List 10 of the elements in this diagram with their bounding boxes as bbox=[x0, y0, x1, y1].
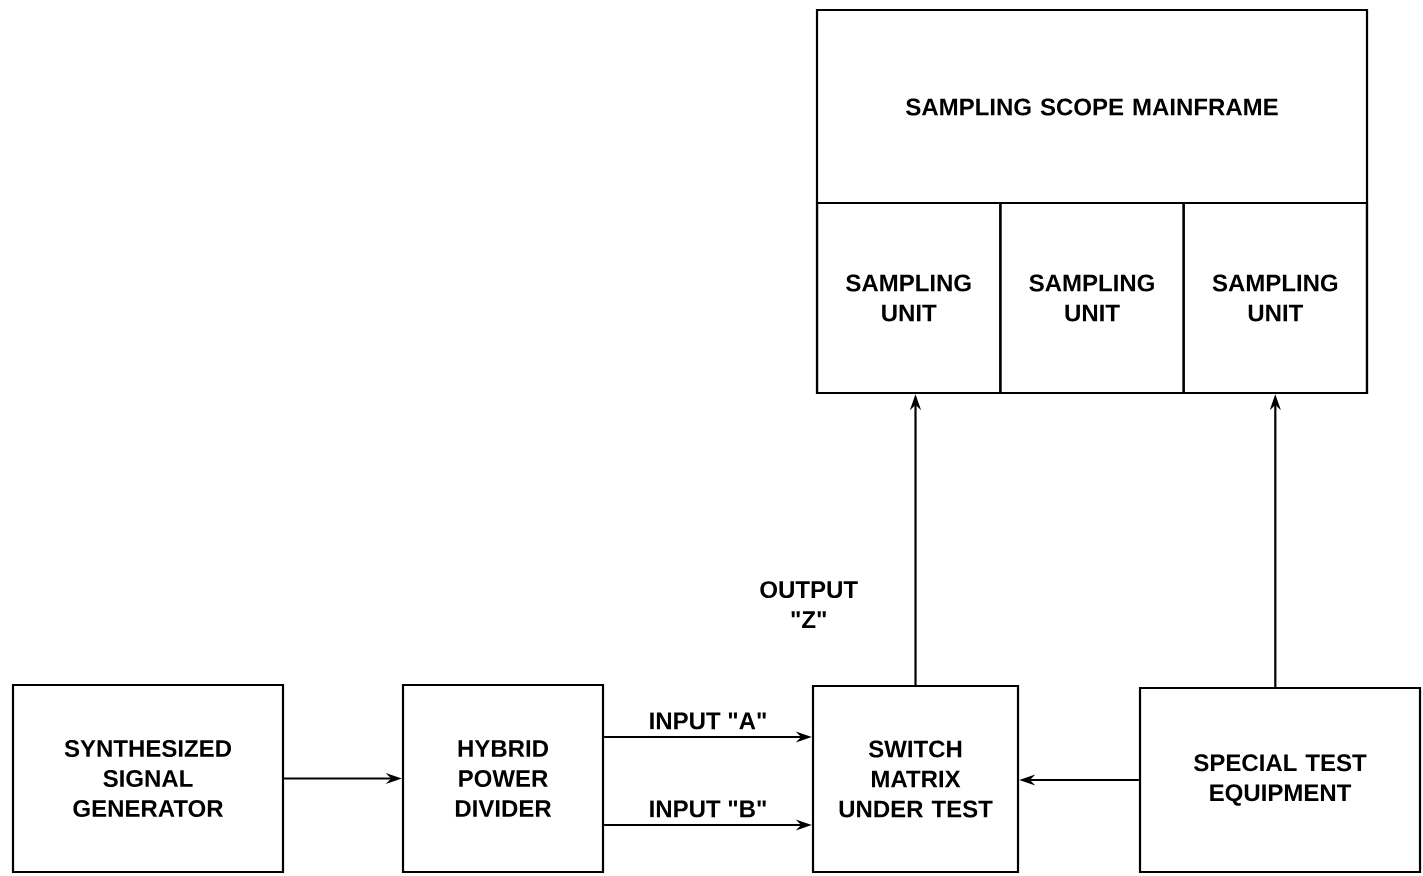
unit-cell: SAMPLING UNIT bbox=[1182, 201, 1369, 395]
edge-label: INPUT "B" bbox=[647, 799, 769, 819]
edge-label: INPUT "A" bbox=[647, 711, 769, 731]
block-box: SWITCH MATRIX UNDER TEST bbox=[811, 684, 1020, 874]
unit-cell: SAMPLING UNIT bbox=[815, 201, 1002, 395]
unit-cell: SAMPLING UNIT bbox=[999, 201, 1185, 395]
block-box: HYBRID POWER DIVIDER bbox=[401, 683, 605, 874]
block-box: SPECIAL TEST EQUIPMENT bbox=[1138, 686, 1422, 874]
edge-label: OUTPUT "Z" bbox=[752, 580, 865, 629]
block-box: SYNTHESIZED SIGNAL GENERATOR bbox=[11, 683, 285, 874]
